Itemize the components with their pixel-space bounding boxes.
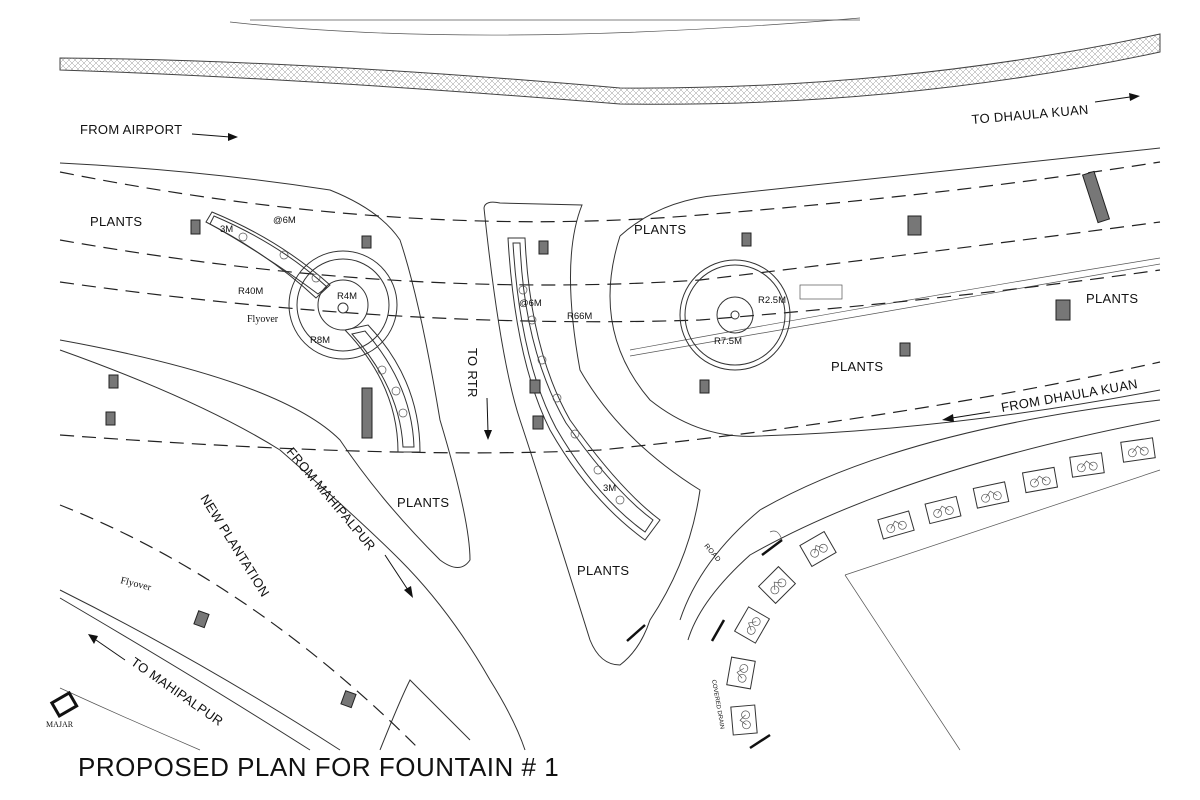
drawing-title: PROPOSED PLAN FOR FOUNTAIN # 1: [78, 752, 560, 782]
cycle-stands: [726, 437, 1156, 736]
majar-label: MAJAR: [46, 720, 74, 729]
dim-r66m: R66M: [567, 311, 592, 322]
majar-structure: [49, 690, 79, 718]
label-new-plantation: NEW PLANTATION: [197, 492, 272, 600]
fountain-2-plan: [507, 237, 661, 541]
dim-3m-2: 3M: [603, 483, 616, 494]
dim-at-6m-1: @6M: [273, 215, 296, 226]
dim-r2-5m: R2.5M: [758, 295, 786, 306]
dim-3m-1: 3M: [220, 224, 233, 235]
plants-label-6: PLANTS: [577, 563, 629, 578]
plants-label-1: PLANTS: [90, 214, 142, 229]
lane-dashes: [59, 161, 1161, 751]
dim-at-6m-2: @6M: [519, 298, 542, 309]
fountain-1-plan: [205, 211, 421, 453]
fountain-3-plan: [679, 259, 843, 371]
direction-arrows: [88, 93, 1140, 661]
lamp-posts: [626, 530, 783, 750]
dim-r7-5m: R7.5M: [714, 336, 742, 347]
plants-labels: PLANTS PLANTS PLANTS PLANTS PLANTS PLANT…: [90, 214, 1138, 578]
plants-label-2: PLANTS: [634, 222, 686, 237]
dim-r4m: R4M: [337, 291, 357, 302]
label-from-mahipalpur: FROM MAHIPALPUR: [284, 444, 379, 553]
flyover-label-1: Flyover: [247, 314, 279, 325]
dim-r8m: R8M: [310, 335, 330, 346]
plants-label-4: PLANTS: [831, 359, 883, 374]
dim-r40m: R40M: [238, 286, 263, 297]
label-covered-drain: COVERED DRAIN: [710, 679, 725, 729]
top-road-edges: [59, 17, 1161, 105]
plant-boxes: [105, 170, 1111, 709]
label-to-rtr: TO RTR: [465, 348, 480, 398]
road-labels: FROM AIRPORT TO DHAULA KUAN FROM DHAULA …: [80, 102, 1139, 730]
flyover-label-2: Flyover: [119, 575, 152, 593]
label-from-dhaula-kuan: FROM DHAULA KUAN: [1000, 376, 1139, 415]
label-to-mahipalpur: TO MAHIPALPUR: [128, 654, 226, 729]
dimension-labels: 3M @6M R40M R4M R8M @6M R66M 3M R2.5M R7…: [220, 215, 786, 494]
plants-label-3: PLANTS: [1086, 291, 1138, 306]
carriageway-edges: [59, 147, 1161, 751]
label-from-airport: FROM AIRPORT: [80, 122, 182, 137]
plants-label-5: PLANTS: [397, 495, 449, 510]
label-to-dhaula-kuan: TO DHAULA KUAN: [971, 102, 1089, 127]
misc-labels: Flyover Flyover MAJAR: [46, 314, 279, 729]
